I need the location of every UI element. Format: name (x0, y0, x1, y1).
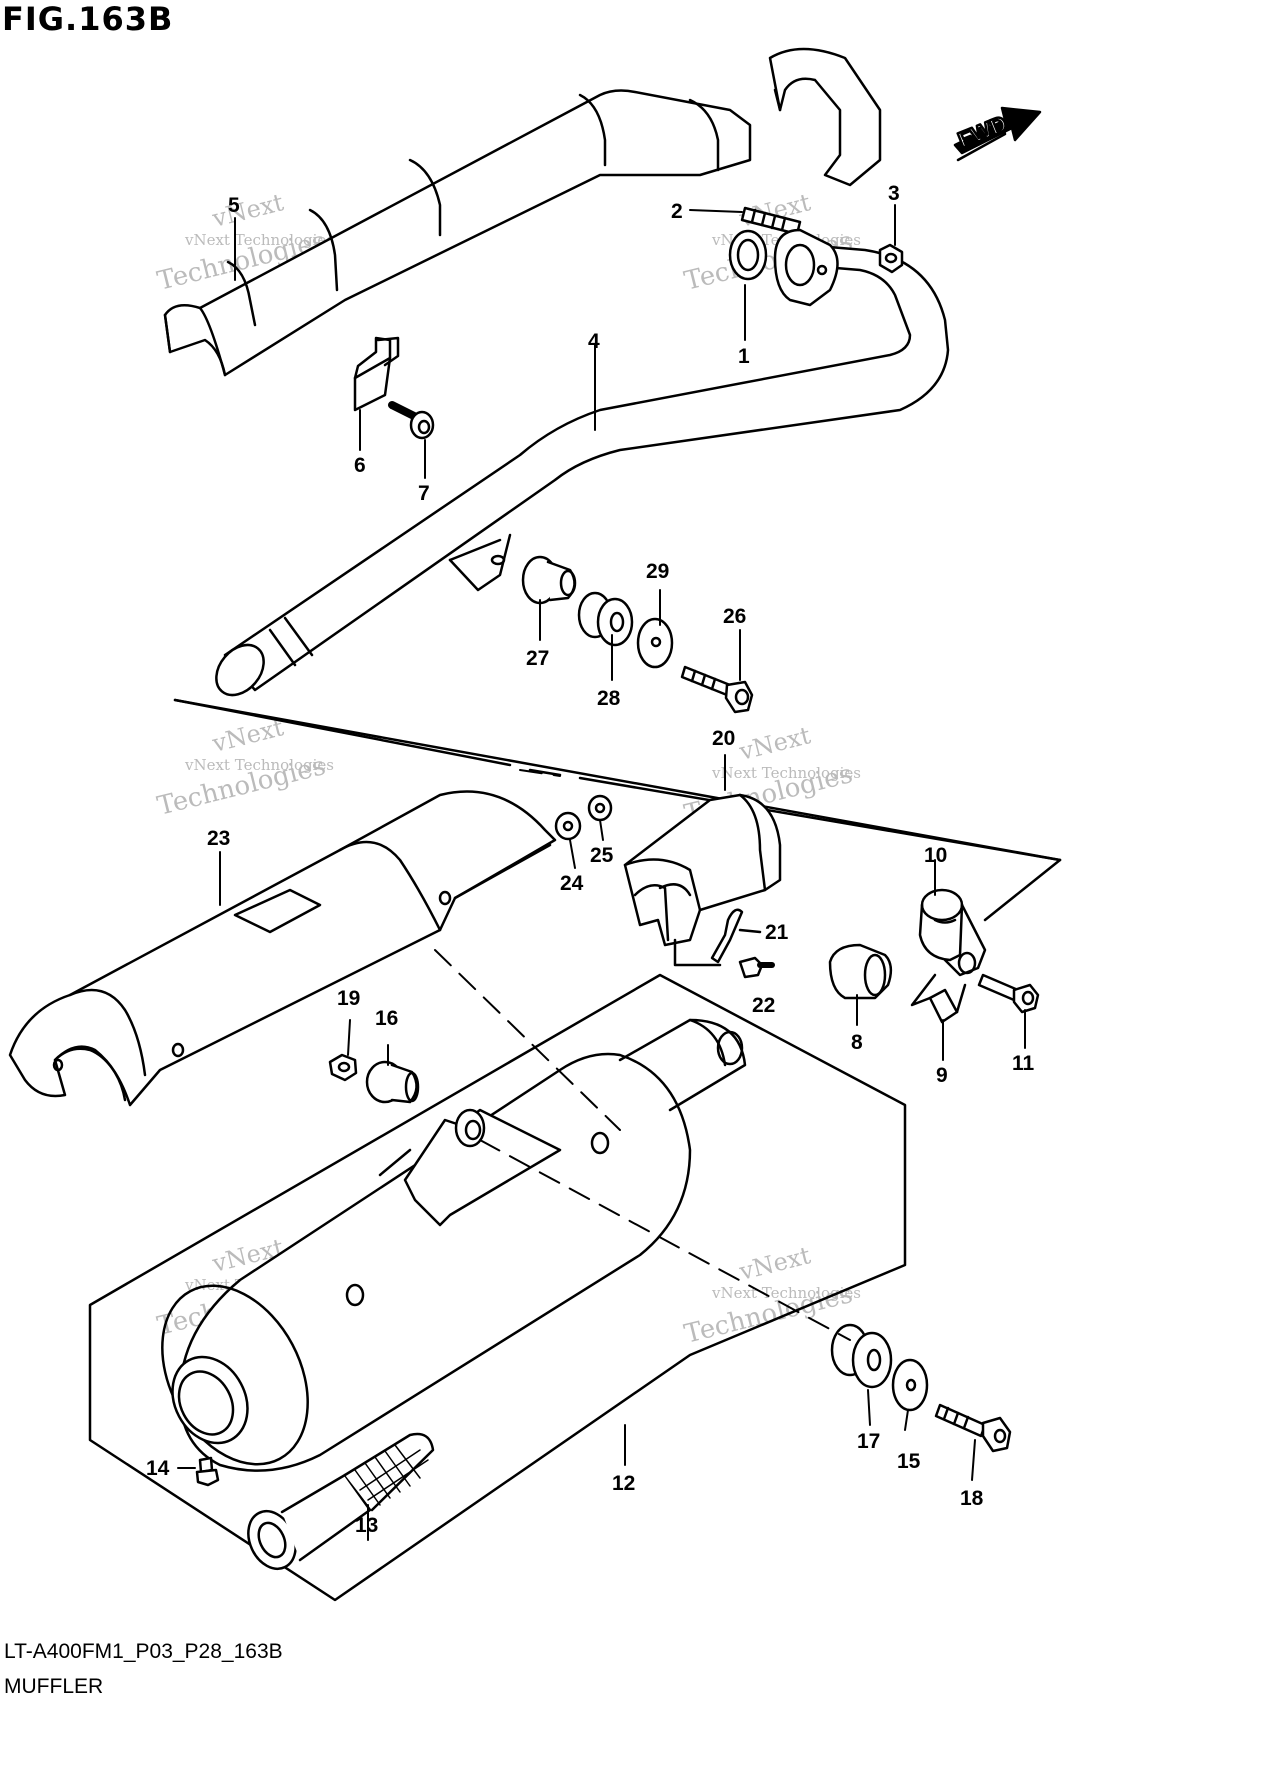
assembly-frame-muffler (88, 973, 907, 1602)
watermark-line1: vNext (736, 1241, 814, 1286)
callout-23: 23 (207, 827, 230, 850)
part-6-bracket (353, 336, 400, 412)
forward-arrow-icon: FWD (953, 106, 1042, 162)
watermark-company: vNext Technologies (711, 764, 861, 782)
part-17-grommet (830, 1323, 893, 1389)
part-4-exhaust-pipe (215, 243, 950, 697)
part-26-bolt (680, 665, 754, 714)
callout-9: 9 (936, 1064, 948, 1087)
callout-8: 8 (851, 1031, 863, 1054)
callout-27: 27 (526, 647, 549, 670)
part-7-bolt (388, 401, 435, 440)
callout-4: 4 (588, 330, 600, 353)
watermark-line1: vNext (209, 188, 287, 233)
figure-title: FIG.163B (2, 0, 174, 38)
part-19-nut (328, 1053, 358, 1082)
callout-3: 3 (888, 182, 900, 205)
callout-21: 21 (765, 921, 789, 944)
callout-28: 28 (597, 687, 621, 710)
part-29-washer (636, 617, 674, 669)
part-15-washer (891, 1358, 929, 1412)
part-11-bolt (977, 973, 1040, 1014)
callout-24: 24 (560, 872, 584, 895)
watermark-company: vNext Technologies (184, 231, 334, 249)
callout-11: 11 (1012, 1052, 1035, 1075)
part-18-bolt (934, 1403, 1012, 1453)
diagram-code: LT-A400FM1_P03_P28_163B (4, 1640, 283, 1663)
part-20-shield-cover (623, 793, 782, 947)
part-27-collar (521, 555, 577, 605)
part-5-heat-shield (163, 47, 882, 377)
callout-20: 20 (712, 727, 735, 750)
callout-1: 1 (738, 345, 750, 368)
watermark-3: vNext Technologies vNext Technologies (154, 713, 334, 822)
part-13-spark-arrester (247, 1432, 435, 1570)
part-24-washer (554, 811, 582, 841)
callout-29: 29 (646, 560, 669, 583)
callout-26: 26 (723, 605, 746, 628)
callout-18: 18 (960, 1487, 984, 1510)
leader-21-22 (673, 928, 762, 967)
part-28-grommet (577, 591, 634, 647)
part-1-gasket (728, 229, 768, 281)
part-25-nut (587, 794, 613, 822)
callout-14: 14 (146, 1457, 170, 1480)
part-9-spacer (910, 973, 967, 1024)
watermark-company: vNext Technologies (184, 756, 334, 774)
part-22-screw (738, 956, 775, 979)
part-10-clamp (918, 888, 987, 977)
part-23-muffler-shield (8, 790, 557, 1107)
watermark-company: vNext Technologies (711, 1284, 861, 1302)
callout-13: 13 (355, 1514, 378, 1537)
part-8-bushing (828, 943, 893, 1000)
assembly-frame-clamp (983, 858, 1062, 922)
part-16-collar (365, 1060, 420, 1104)
assembly-dashed-lines (434, 769, 851, 1341)
callout-19: 19 (337, 987, 360, 1010)
callout-10: 10 (924, 844, 947, 867)
callout-7: 7 (418, 482, 430, 505)
callout-25: 25 (590, 844, 614, 867)
part-3-nut (878, 243, 904, 274)
watermark-line1: vNext (736, 721, 814, 766)
callout-labels: 1 2 3 4 5 6 7 8 9 10 11 12 13 14 15 16 1… (146, 182, 1035, 1537)
callout-6: 6 (354, 454, 366, 477)
assembly-frame-upper (173, 698, 1062, 862)
callout-16: 16 (375, 1007, 398, 1030)
callout-22: 22 (752, 994, 775, 1017)
callout-12: 12 (612, 1472, 635, 1495)
callout-2: 2 (671, 200, 683, 223)
callout-5: 5 (228, 194, 240, 217)
diagram-caption: MUFFLER (4, 1675, 104, 1698)
flange (773, 228, 839, 307)
part-21-clip (710, 908, 744, 964)
callouts (177, 204, 1026, 1541)
part-14-screw (195, 1456, 220, 1487)
callout-17: 17 (857, 1430, 880, 1453)
part-12-muffler (161, 1018, 747, 1472)
callout-15: 15 (897, 1450, 921, 1473)
